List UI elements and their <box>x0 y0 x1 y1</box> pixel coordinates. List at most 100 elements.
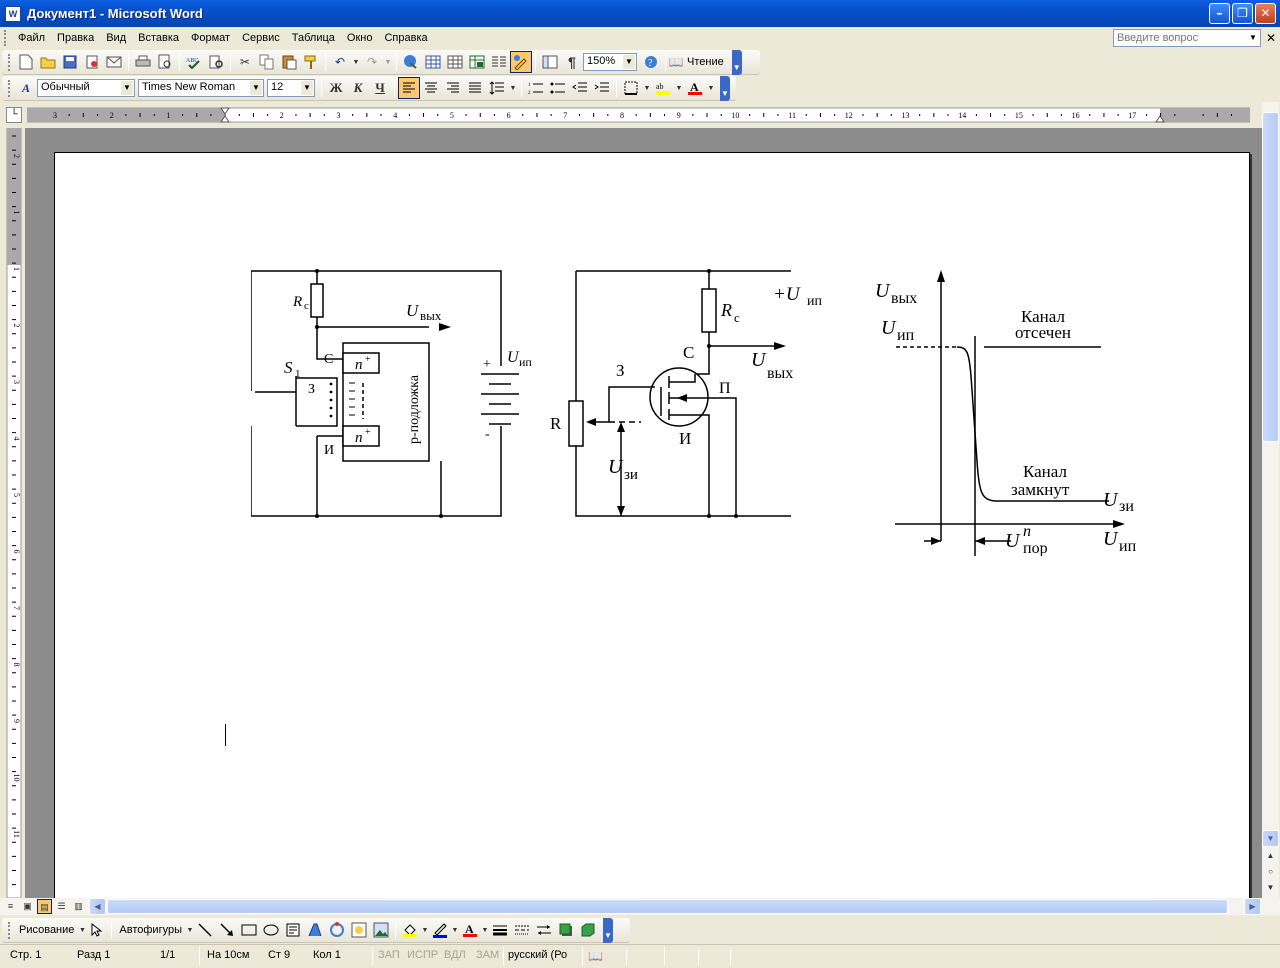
chevron-down-icon[interactable]: ▼ <box>250 81 262 95</box>
print-preview-icon[interactable] <box>154 51 176 73</box>
select-objects-icon[interactable] <box>86 919 108 941</box>
scroll-right-icon[interactable]: ▶ <box>1244 898 1261 915</box>
restore-button[interactable]: ❐ <box>1232 3 1253 24</box>
hyperlink-icon[interactable] <box>400 51 422 73</box>
undo-icon[interactable]: ↶ <box>334 55 346 69</box>
borders-dropdown-icon[interactable]: ▼ <box>643 84 651 92</box>
draw-menu-button[interactable]: Рисование <box>19 924 75 936</box>
select-browse-object-icon[interactable]: ○ <box>1268 867 1273 876</box>
toolbar-options-icon[interactable]: ▼ <box>720 75 730 101</box>
cut-icon[interactable]: ✂ <box>239 55 251 69</box>
line-spacing-dropdown-icon[interactable]: ▼ <box>509 84 517 92</box>
menu-tools[interactable]: Сервис <box>242 32 280 44</box>
styles-pane-icon[interactable]: A <box>21 80 30 95</box>
font-color-dropdown-icon[interactable]: ▼ <box>707 84 715 92</box>
help-icon[interactable]: ? <box>640 51 662 73</box>
fill-color-dropdown-icon[interactable]: ▼ <box>421 926 429 934</box>
clip-art-icon[interactable] <box>348 919 370 941</box>
document-map-icon[interactable] <box>539 51 561 73</box>
line-style-icon[interactable] <box>489 919 511 941</box>
chevron-down-icon[interactable]: ▼ <box>301 81 313 95</box>
redo-icon[interactable]: ↷ <box>366 55 378 69</box>
status-language[interactable]: русский (Ро <box>508 949 568 961</box>
outline-view-icon[interactable]: ☰ <box>57 901 66 911</box>
chevron-down-icon[interactable]: ▼ <box>623 55 635 69</box>
tables-borders-icon[interactable] <box>422 51 444 73</box>
tab-selector[interactable]: └ <box>6 107 22 123</box>
align-right-icon[interactable] <box>442 77 464 99</box>
print-view-icon[interactable]: ▤ <box>37 899 52 914</box>
bullets-icon[interactable] <box>547 77 569 99</box>
3d-style-icon[interactable] <box>577 919 599 941</box>
style-select[interactable]: Обычный ▼ <box>37 79 135 97</box>
scroll-down-icon[interactable]: ▼ <box>1262 830 1279 847</box>
arrow-tool-icon[interactable] <box>216 919 238 941</box>
line-spacing-icon[interactable] <box>486 77 508 99</box>
horizontal-ruler[interactable]: 3211234567891011121314151617 <box>27 107 1250 124</box>
menubar-grip[interactable] <box>4 30 8 46</box>
reading-layout-button[interactable]: Чтение <box>687 56 724 68</box>
redo-dropdown-icon[interactable]: ▼ <box>384 58 392 66</box>
show-formatting-icon[interactable]: ¶ <box>568 54 576 70</box>
menu-table[interactable]: Таблица <box>291 32 335 44</box>
document-page[interactable]: R c U вых С И З S 1 В Н n + n + p-подлож… <box>54 152 1250 898</box>
drawing-font-color-dropdown-icon[interactable]: ▼ <box>481 926 489 934</box>
rectangle-tool-icon[interactable] <box>238 919 260 941</box>
columns-icon[interactable] <box>488 51 510 73</box>
print-icon[interactable] <box>132 51 154 73</box>
chevron-down-icon[interactable]: ▼ <box>121 81 133 95</box>
status-ext[interactable]: ВДЛ <box>444 949 466 961</box>
horizontal-scroll-thumb[interactable] <box>107 899 1228 914</box>
highlight-icon[interactable]: ab <box>652 77 674 99</box>
insert-picture-icon[interactable] <box>370 919 392 941</box>
insert-table-icon[interactable] <box>444 51 466 73</box>
spelling-icon[interactable]: ABC <box>183 51 205 73</box>
increase-indent-icon[interactable] <box>591 77 613 99</box>
chevron-down-icon[interactable]: ▼ <box>1249 33 1257 42</box>
word-app-icon[interactable]: W <box>5 5 21 22</box>
autoshapes-button[interactable]: Автофигуры <box>119 924 182 936</box>
wordart-icon[interactable] <box>304 919 326 941</box>
research-icon[interactable] <box>205 51 227 73</box>
drawing-font-color-icon[interactable]: A <box>459 919 481 941</box>
spelling-status-icon[interactable]: 📖 <box>588 949 603 963</box>
menu-edit[interactable]: Правка <box>57 32 95 44</box>
dash-style-icon[interactable] <box>511 919 533 941</box>
justify-icon[interactable] <box>464 77 486 99</box>
zoom-select[interactable]: 150% ▼ <box>583 53 637 71</box>
ask-question-input[interactable]: Введите вопрос ▼ <box>1113 29 1261 47</box>
toolbar-grip[interactable] <box>8 53 11 71</box>
font-select[interactable]: Times New Roman ▼ <box>138 79 264 97</box>
line-color-icon[interactable] <box>429 919 451 941</box>
decrease-indent-icon[interactable] <box>569 77 591 99</box>
toolbar-options-icon[interactable]: ▼ <box>731 49 742 75</box>
insert-excel-icon[interactable] <box>466 51 488 73</box>
reading-layout-icon[interactable]: 📖 <box>668 55 684 69</box>
menu-format[interactable]: Формат <box>191 32 231 44</box>
menu-insert[interactable]: Вставка <box>138 32 180 44</box>
drawing-toggle-icon[interactable] <box>510 51 532 73</box>
next-object-icon[interactable]: ▼ <box>1266 883 1275 892</box>
menu-help[interactable]: Справка <box>384 32 428 44</box>
font-size-select[interactable]: 12 ▼ <box>267 79 315 97</box>
fill-color-icon[interactable] <box>399 919 421 941</box>
reading-view-icon[interactable]: ▥ <box>74 901 83 911</box>
line-tool-icon[interactable] <box>194 919 216 941</box>
minimize-button[interactable]: – <box>1209 3 1230 24</box>
scroll-left-icon[interactable]: ◀ <box>89 898 106 915</box>
format-painter-icon[interactable] <box>300 51 322 73</box>
status-ovr[interactable]: ЗАМ <box>476 949 500 961</box>
new-document-icon[interactable] <box>15 51 37 73</box>
document-close-icon[interactable]: ✕ <box>1265 31 1276 45</box>
email-icon[interactable] <box>103 51 125 73</box>
toolbar-options-icon[interactable]: ▼ <box>603 917 613 943</box>
undo-dropdown-icon[interactable]: ▼ <box>352 58 360 66</box>
oval-tool-icon[interactable] <box>260 919 282 941</box>
status-trk[interactable]: ИСПР <box>407 949 439 961</box>
autoshapes-dropdown-icon[interactable]: ▼ <box>186 926 194 934</box>
align-left-icon[interactable] <box>398 77 420 99</box>
open-folder-icon[interactable] <box>37 51 59 73</box>
text-box-icon[interactable] <box>282 919 304 941</box>
permission-icon[interactable] <box>81 51 103 73</box>
paste-icon[interactable] <box>278 51 300 73</box>
